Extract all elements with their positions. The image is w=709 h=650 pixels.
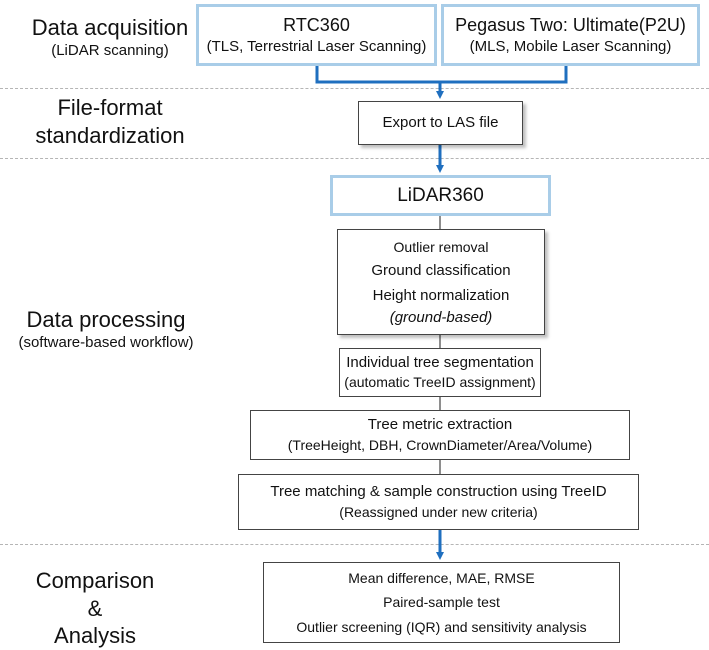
paired-sample-test: Paired-sample test bbox=[383, 594, 500, 611]
stage-data-processing: Data processing (software-based workflow… bbox=[0, 306, 212, 352]
box-title: Tree matching & sample construction usin… bbox=[270, 483, 607, 501]
lidar360-box: LiDAR360 bbox=[330, 175, 551, 216]
box-subtitle: (automatic TreeID assignment) bbox=[344, 374, 536, 391]
box-title: Pegasus Two: Ultimate(P2U) bbox=[455, 14, 686, 35]
box-title: Individual tree segmentation bbox=[346, 353, 534, 371]
stage-file-format: File-format standardization bbox=[10, 94, 210, 149]
analysis-box: Mean difference, MAE, RMSE Paired-sample… bbox=[263, 562, 620, 643]
stage-title: & bbox=[87, 595, 103, 621]
box-subtitle: (TLS, Terrestrial Laser Scanning) bbox=[206, 38, 427, 56]
box-label: Export to LAS file bbox=[382, 113, 499, 131]
step-ground-classification: Ground classification bbox=[371, 262, 511, 280]
metric-extraction-box: Tree metric extraction (TreeHeight, DBH,… bbox=[250, 410, 630, 460]
stage-title: standardization bbox=[35, 122, 185, 148]
stage-title: File-format bbox=[57, 95, 163, 120]
rtc360-box: RTC360 (TLS, Terrestrial Laser Scanning) bbox=[196, 4, 437, 66]
box-title: RTC360 bbox=[283, 14, 350, 35]
stage-subtitle: (software-based workflow) bbox=[18, 333, 194, 351]
box-title: Tree metric extraction bbox=[367, 416, 513, 434]
box-label: LiDAR360 bbox=[397, 184, 484, 206]
section-divider bbox=[0, 158, 709, 159]
step-outlier-removal: Outlier removal bbox=[393, 238, 489, 255]
section-divider bbox=[0, 544, 709, 545]
stage-subtitle: (LiDAR scanning) bbox=[51, 41, 169, 59]
export-las-box: Export to LAS file bbox=[358, 101, 523, 145]
stage-title: Analysis bbox=[54, 623, 136, 648]
preprocessing-box: Outlier removal Ground classification He… bbox=[337, 229, 545, 335]
tree-matching-box: Tree matching & sample construction usin… bbox=[238, 474, 639, 530]
step-height-normalization-note: (ground-based) bbox=[389, 308, 493, 326]
p2u-box: Pegasus Two: Ultimate(P2U) (MLS, Mobile … bbox=[441, 4, 700, 66]
outlier-screening: Outlier screening (IQR) and sensitivity … bbox=[296, 618, 587, 635]
section-divider bbox=[0, 88, 709, 89]
stage-data-acquisition: Data acquisition (LiDAR scanning) bbox=[10, 14, 210, 60]
stage-title: Data processing bbox=[26, 307, 186, 332]
stage-title: Data acquisition bbox=[31, 15, 189, 40]
box-subtitle: (Reassigned under new criteria) bbox=[339, 503, 538, 520]
stage-comparison-analysis: Comparison & Analysis bbox=[0, 567, 190, 650]
box-subtitle: (MLS, Mobile Laser Scanning) bbox=[469, 38, 672, 56]
box-subtitle: (TreeHeight, DBH, CrownDiameter/Area/Vol… bbox=[287, 436, 593, 453]
step-height-normalization: Height normalization bbox=[372, 286, 510, 304]
stage-title: Comparison bbox=[35, 568, 155, 593]
tree-segmentation-box: Individual tree segmentation (automatic … bbox=[339, 348, 541, 397]
metric-summary: Mean difference, MAE, RMSE bbox=[348, 569, 535, 586]
